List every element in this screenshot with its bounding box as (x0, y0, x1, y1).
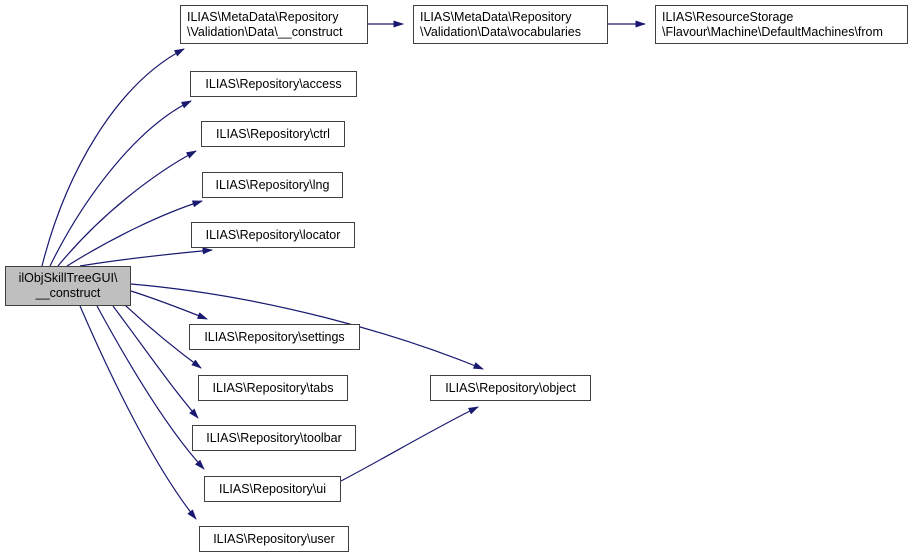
node-repository-tabs[interactable]: ILIAS\Repository\tabs (198, 375, 348, 401)
edge-main-to-ctrl (57, 150, 197, 267)
edge-main-to-lng (66, 200, 203, 267)
edge-main-to-access (49, 100, 192, 267)
node-repository-ctrl[interactable]: ILIAS\Repository\ctrl (201, 121, 345, 147)
node-repository-lng[interactable]: ILIAS\Repository\lng (202, 172, 343, 198)
node-repository-locator[interactable]: ILIAS\Repository\locator (191, 222, 355, 248)
node-repository-object[interactable]: ILIAS\Repository\object (430, 375, 591, 401)
node-metadata-validation-data-construct[interactable]: ILIAS\MetaData\Repository \Validation\Da… (180, 5, 368, 44)
node-repository-access[interactable]: ILIAS\Repository\access (190, 71, 357, 97)
edge-main-to-settings (130, 290, 208, 320)
node-repository-ui[interactable]: ILIAS\Repository\ui (204, 476, 341, 502)
node-ilobjskilltreegui-construct: ilObjSkillTreeGUI\ __construct (5, 266, 131, 306)
node-repository-toolbar[interactable]: ILIAS\Repository\toolbar (192, 425, 356, 451)
edge-main-to-user (79, 305, 197, 520)
edge-main-to-md-construct (41, 48, 185, 267)
edge-ui-to-object (340, 406, 479, 482)
edge-main-to-toolbar (112, 305, 199, 419)
node-metadata-validation-data-vocabularies[interactable]: ILIAS\MetaData\Repository \Validation\Da… (413, 5, 608, 44)
edge-main-to-ui (96, 305, 205, 470)
edge-main-to-locator (79, 247, 213, 267)
node-repository-user[interactable]: ILIAS\Repository\user (199, 526, 349, 552)
node-repository-settings[interactable]: ILIAS\Repository\settings (189, 324, 360, 350)
node-resourcestorage-defaultmachines-from[interactable]: ILIAS\ResourceStorage \Flavour\Machine\D… (655, 5, 908, 44)
